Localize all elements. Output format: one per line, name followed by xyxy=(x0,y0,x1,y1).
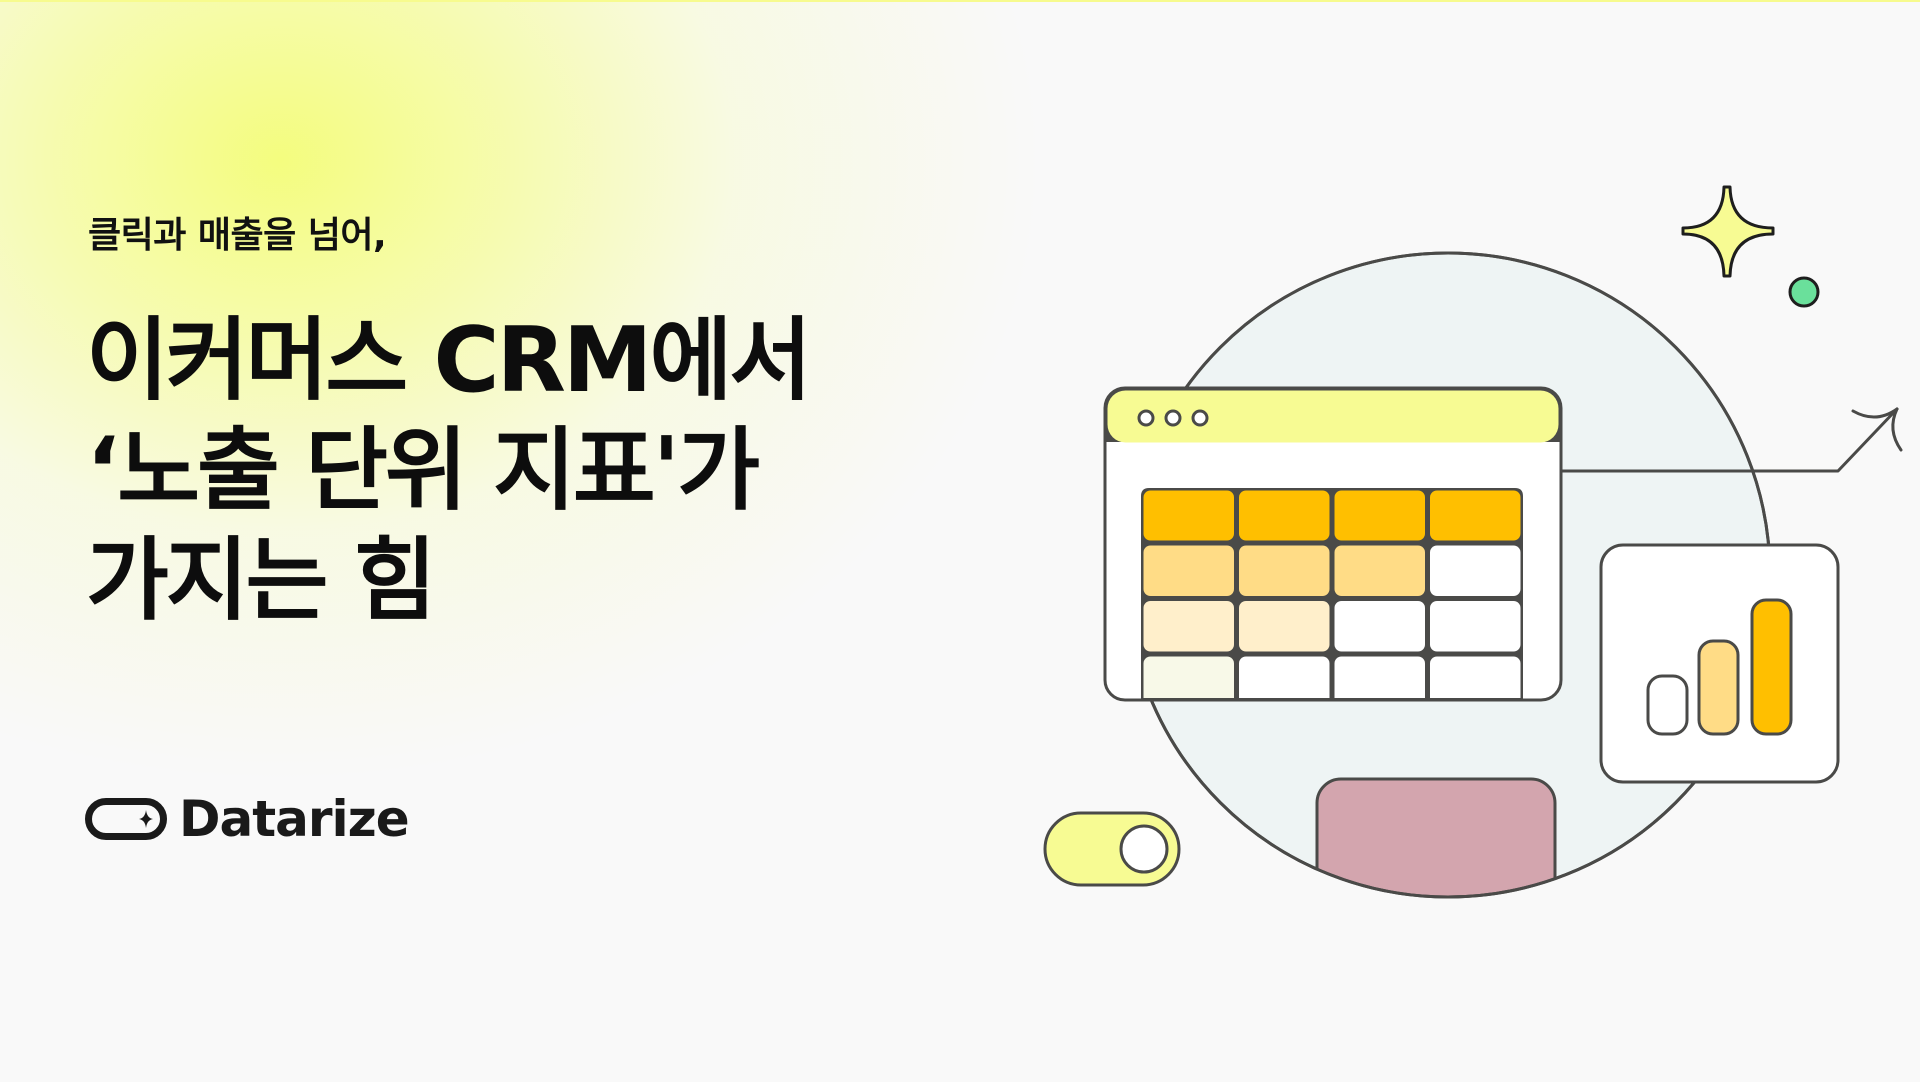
table-cell xyxy=(1239,656,1330,698)
table-cell xyxy=(1334,490,1425,541)
brand-name: Datarize xyxy=(179,790,410,848)
table-cell xyxy=(1334,601,1425,652)
table-cell xyxy=(1430,490,1521,541)
table-cell xyxy=(1430,656,1521,698)
trend-arrow-icon xyxy=(1558,407,1903,473)
table-cell xyxy=(1239,601,1330,652)
table-cell xyxy=(1334,656,1425,698)
title-line-1: 이커머스 CRM에서 xyxy=(86,308,812,413)
table-cell xyxy=(1239,490,1330,541)
bar-low xyxy=(1646,674,1689,736)
toggle-knob xyxy=(1119,824,1169,874)
window-dot-2 xyxy=(1164,409,1182,427)
table-cell xyxy=(1143,490,1234,541)
bar-chart-card xyxy=(1599,543,1840,784)
page-title: 이커머스 CRM에서 ‘노출 단위 지표'가 가지는 힘 xyxy=(86,306,812,636)
bar-mid xyxy=(1697,639,1740,736)
sparkle-star-icon xyxy=(1681,185,1775,278)
table-cell xyxy=(1239,545,1330,596)
bar-high xyxy=(1750,598,1793,736)
table-cell xyxy=(1430,601,1521,652)
title-line-3: 가지는 힘 xyxy=(86,528,437,633)
window-dot-3 xyxy=(1191,409,1209,427)
table-cell xyxy=(1143,601,1234,652)
toggle-switch xyxy=(1043,811,1181,887)
brand-logo: Datarize xyxy=(85,790,410,848)
subtitle: 클릭과 매출을 넘어, xyxy=(88,215,387,256)
green-dot-icon xyxy=(1788,276,1820,308)
browser-window xyxy=(1103,386,1563,702)
top-accent-stripe xyxy=(0,0,1920,2)
pill-sparkle-logo-icon xyxy=(85,798,167,840)
table-cell xyxy=(1430,545,1521,596)
title-line-2: ‘노출 단위 지표'가 xyxy=(86,418,760,523)
table-cell xyxy=(1334,545,1425,596)
table-cell xyxy=(1143,545,1234,596)
heatmap-table xyxy=(1141,488,1523,700)
table-cell xyxy=(1143,656,1234,698)
window-dot-1 xyxy=(1137,409,1155,427)
